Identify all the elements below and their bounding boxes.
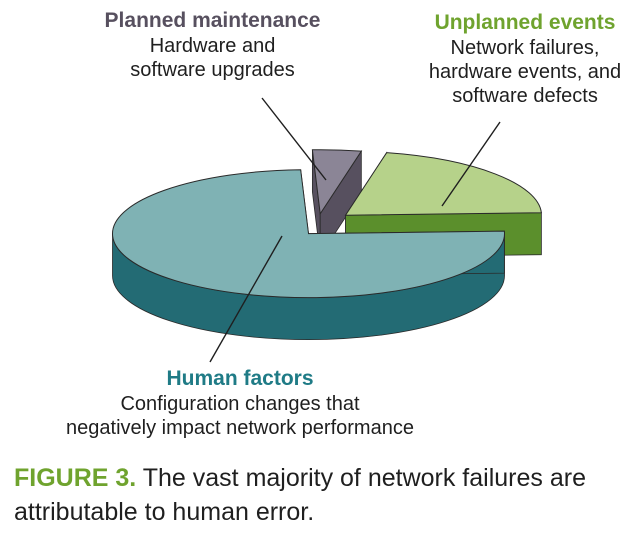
label-planned-maintenance: Planned maintenance Hardware and softwar…: [95, 8, 330, 82]
human-desc-line1: Configuration changes that: [120, 392, 360, 415]
planned-desc-line1: Hardware and: [149, 34, 276, 57]
planned-title: Planned maintenance: [104, 9, 321, 32]
human-title: Human factors: [166, 367, 314, 390]
leader-line-human: [209, 235, 283, 363]
slice-top-human-factors: [112, 169, 505, 299]
figure-caption: FIGURE 3. The vast majority of network f…: [14, 462, 624, 529]
leader-line-planned: [261, 97, 327, 181]
leader-line-unplanned: [441, 121, 501, 207]
unplanned-desc-line3: software defects: [452, 85, 598, 108]
caption-figure-label: FIGURE 3.: [14, 464, 137, 492]
caption-text: The vast majority of network failures ar…: [14, 464, 586, 526]
unplanned-desc-line2: hardware events, and: [428, 61, 622, 83]
label-human-factors: Human factors Configuration changes that…: [40, 366, 440, 440]
unplanned-title: Unplanned events: [434, 11, 616, 34]
human-desc-line2: negatively impact network performance: [66, 417, 414, 439]
planned-desc-line2: software upgrades: [130, 59, 295, 81]
label-unplanned-events: Unplanned events Network failures, hardw…: [415, 10, 635, 109]
unplanned-desc-line1: Network failures,: [450, 36, 600, 59]
slice-top-planned-maintenance: [311, 149, 363, 216]
slice-top-unplanned-events: [344, 152, 542, 216]
